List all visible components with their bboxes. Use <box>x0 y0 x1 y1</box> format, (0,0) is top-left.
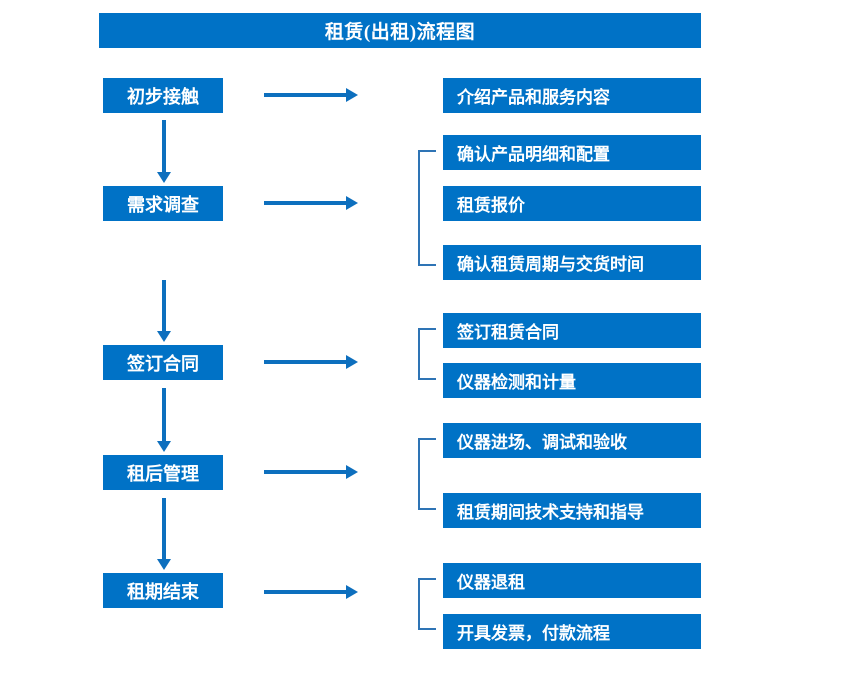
stage-box-签订合同[interactable]: 签订合同 <box>103 345 223 380</box>
vertical-arrow-2 <box>157 280 171 342</box>
arrow-head-icon <box>157 441 171 452</box>
arrow-head-icon <box>157 331 171 342</box>
horizontal-arrow-4 <box>264 465 358 479</box>
stage-label: 签订合同 <box>127 353 199 374</box>
stage-label: 初步接触 <box>127 86 199 107</box>
vertical-arrow-3 <box>157 388 171 452</box>
arrow-shaft <box>264 360 347 364</box>
horizontal-arrow-2 <box>264 196 358 210</box>
stage-label: 需求调查 <box>127 194 199 215</box>
arrow-head-icon <box>157 172 171 183</box>
group-bracket-3 <box>418 438 436 510</box>
group-bracket-2 <box>418 328 436 380</box>
stage-box-初步接触[interactable]: 初步接触 <box>103 78 223 113</box>
detail-box-确认产品明细和配置[interactable]: 确认产品明细和配置 <box>443 135 701 170</box>
detail-box-仪器退租[interactable]: 仪器退租 <box>443 563 701 598</box>
detail-label: 租赁期间技术支持和指导 <box>457 503 644 522</box>
detail-label: 仪器进场、调试和验收 <box>457 433 627 452</box>
arrow-shaft <box>264 201 347 205</box>
detail-label: 仪器检测和计量 <box>457 373 576 392</box>
group-bracket-4 <box>418 578 436 630</box>
stage-label: 租后管理 <box>127 463 199 484</box>
stage-box-租期结束[interactable]: 租期结束 <box>103 573 223 608</box>
arrow-shaft <box>264 590 347 594</box>
diagram-title-bar: 租赁(出租)流程图 <box>99 13 701 48</box>
detail-box-确认租赁周期与交货时间[interactable]: 确认租赁周期与交货时间 <box>443 245 701 280</box>
arrow-shaft <box>162 498 166 560</box>
detail-box-签订租赁合同[interactable]: 签订租赁合同 <box>443 313 701 348</box>
arrow-head-icon <box>346 196 358 210</box>
detail-box-介绍产品和服务内容[interactable]: 介绍产品和服务内容 <box>443 78 701 113</box>
detail-label: 确认租赁周期与交货时间 <box>457 255 644 274</box>
arrow-shaft <box>264 470 347 474</box>
arrow-head-icon <box>157 559 171 570</box>
arrow-shaft <box>162 120 166 173</box>
detail-label: 租赁报价 <box>457 196 525 215</box>
horizontal-arrow-1 <box>264 88 358 102</box>
detail-box-租赁报价[interactable]: 租赁报价 <box>443 186 701 221</box>
stage-box-需求调查[interactable]: 需求调查 <box>103 186 223 221</box>
detail-box-仪器进场调试和验收[interactable]: 仪器进场、调试和验收 <box>443 423 701 458</box>
detail-label: 仪器退租 <box>457 573 525 592</box>
detail-label: 介绍产品和服务内容 <box>457 88 610 107</box>
vertical-arrow-1 <box>157 120 171 183</box>
detail-box-开具发票付款流程[interactable]: 开具发票，付款流程 <box>443 614 701 649</box>
arrow-head-icon <box>346 355 358 369</box>
detail-label: 签订租赁合同 <box>457 323 559 342</box>
stage-label: 租期结束 <box>127 581 199 602</box>
horizontal-arrow-3 <box>264 355 358 369</box>
arrow-head-icon <box>346 585 358 599</box>
diagram-title: 租赁(出租)流程图 <box>324 22 476 43</box>
group-bracket-1 <box>418 150 436 266</box>
detail-label: 开具发票，付款流程 <box>457 624 610 643</box>
arrow-head-icon <box>346 88 358 102</box>
vertical-arrow-4 <box>157 498 171 570</box>
arrow-shaft <box>264 93 347 97</box>
arrow-shaft <box>162 388 166 442</box>
horizontal-arrow-5 <box>264 585 358 599</box>
detail-box-租赁期间技术支持和指导[interactable]: 租赁期间技术支持和指导 <box>443 493 701 528</box>
detail-box-仪器检测和计量[interactable]: 仪器检测和计量 <box>443 363 701 398</box>
arrow-head-icon <box>346 465 358 479</box>
stage-box-租后管理[interactable]: 租后管理 <box>103 455 223 490</box>
detail-label: 确认产品明细和配置 <box>457 145 610 164</box>
arrow-shaft <box>162 280 166 332</box>
